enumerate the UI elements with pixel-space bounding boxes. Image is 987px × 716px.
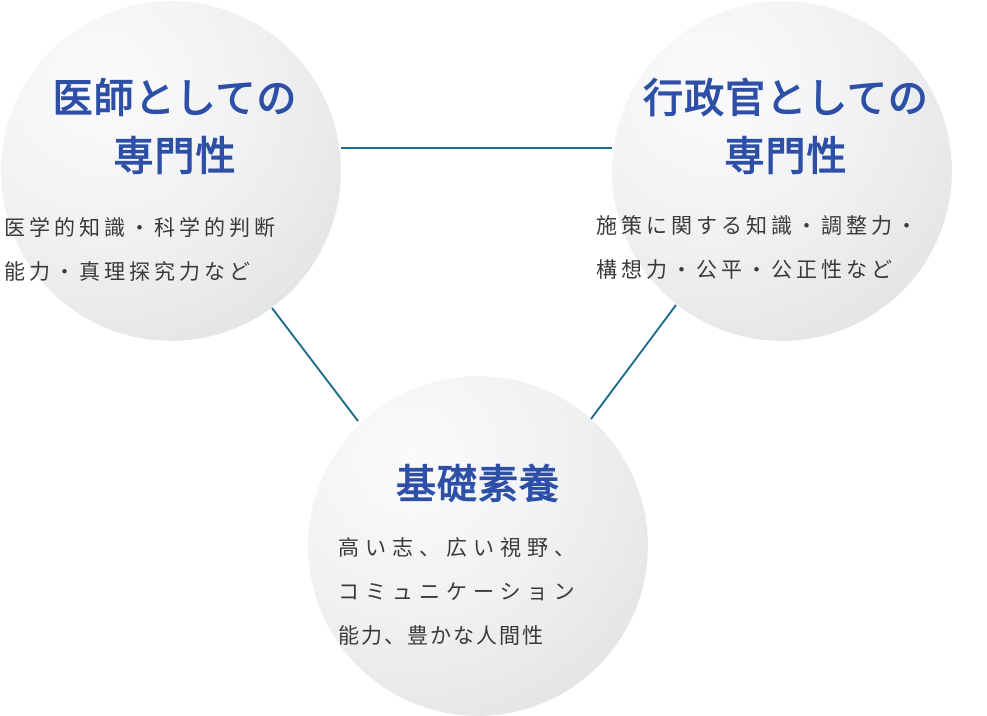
administrator-expertise-description: 施策に関する知識・調整力・ 構想力・公平・公正性など: [596, 204, 921, 292]
body-line: 能力、豊かな人間性: [338, 624, 545, 648]
title-line: 行政官としての: [643, 76, 929, 122]
title-line: 専門性: [113, 134, 237, 180]
body-line: 構想力・公平・公正性など: [596, 258, 896, 282]
circle-doctor-expertise: [1, 1, 341, 341]
circle-administrator-expertise: [612, 1, 952, 341]
basic-qualities-title: 基礎素養: [278, 456, 678, 514]
basic-qualities-description: 高い志、広い視野、 コミュニケーション 能力、豊かな人間性: [338, 526, 581, 658]
administrator-expertise-title: 行政官としての 専門性: [586, 70, 986, 186]
title-line: 医師としての: [52, 76, 298, 122]
doctor-expertise-description: 医学的知識・科学的判断 能力・真理探究力など: [4, 206, 279, 294]
doctor-expertise-title: 医師としての 専門性: [0, 70, 375, 186]
body-line: 医学的知識・科学的判断: [4, 216, 279, 240]
title-line: 基礎素養: [396, 462, 560, 508]
connector-right: [590, 304, 677, 420]
body-line: 施策に関する知識・調整力・: [596, 214, 921, 238]
connector-left: [271, 307, 359, 422]
body-line: 能力・真理探究力など: [4, 260, 254, 284]
body-line: コミュニケーション: [338, 580, 581, 604]
circle-basic-qualities: [308, 376, 648, 716]
body-line: 高い志、広い視野、: [338, 536, 581, 560]
title-line: 専門性: [724, 134, 848, 180]
